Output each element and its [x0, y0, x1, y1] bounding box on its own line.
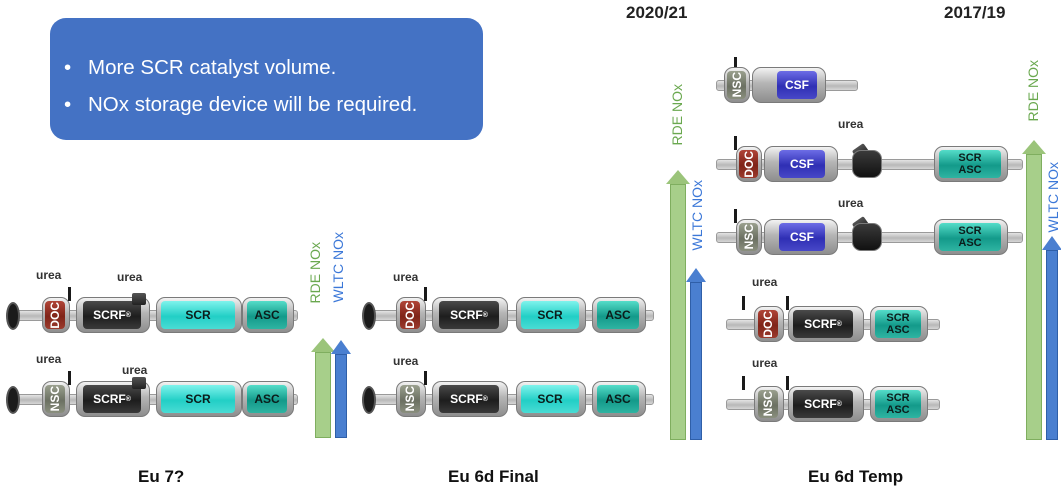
wltc-nox-label: WLTC NOx	[1045, 162, 1061, 233]
nsc-catalyst: NSC	[724, 67, 750, 103]
urea-label: urea	[752, 356, 778, 370]
doc-catalyst: DOC	[754, 306, 784, 342]
scrf-catalyst: SCRF®	[432, 381, 508, 417]
nsc-catalyst: NSC	[754, 386, 784, 422]
year-final: 2020/21	[626, 3, 688, 22]
exhaust-inlet	[6, 386, 20, 414]
sensor-icon	[424, 371, 427, 385]
asc-catalyst: ASC	[242, 297, 294, 333]
asc-catalyst: ASC	[592, 381, 646, 417]
urea-label: urea	[36, 268, 62, 282]
rde-nox-arrow	[311, 338, 335, 438]
urea-label: urea	[393, 270, 419, 284]
doc-catalyst: DOC	[736, 146, 762, 182]
nsc-catalyst: NSC	[42, 381, 70, 417]
scr-catalyst: SCR	[516, 297, 586, 333]
scr-catalyst: SCR	[516, 381, 586, 417]
aftertreatment-system-eu6d-final-doc: DOC SCRF® SCR ASC	[360, 283, 660, 343]
callout-bullet: •More SCR catalyst volume.	[64, 56, 337, 79]
sensor-icon	[424, 287, 427, 301]
asc-catalyst: ASC	[242, 381, 294, 417]
scrf-catalyst: SCRF®	[76, 381, 150, 417]
callout-bullets: •More SCR catalyst volume. •NOx storage …	[64, 56, 418, 132]
sensor-icon	[786, 296, 789, 310]
sensor-icon	[742, 296, 745, 310]
urea-injector-icon	[132, 377, 146, 389]
rde-nox-label: RDE NOx	[307, 242, 323, 304]
scrf-catalyst: SCRF®	[432, 297, 508, 333]
sensor-icon	[68, 371, 71, 385]
scrf-catalyst: SCRF®	[788, 306, 864, 342]
wltc-nox-label: WLTC NOx	[330, 232, 346, 303]
sensor-icon	[742, 376, 745, 390]
urea-label: urea	[752, 275, 778, 289]
nsc-catalyst: NSC	[396, 381, 426, 417]
aftertreatment-system-eu7-nsc: NSC SCRF® SCR ASC	[4, 367, 304, 427]
csf-filter: CSF	[764, 146, 838, 182]
era-eu7: Eu 7?	[138, 467, 185, 486]
wltc-nox-arrow	[1042, 236, 1061, 440]
mixer	[852, 223, 882, 251]
urea-label: urea	[393, 354, 419, 368]
wltc-nox-label: WLTC NOx	[689, 180, 705, 251]
scrf-catalyst: SCRF®	[788, 386, 864, 422]
exhaust-inlet	[362, 386, 376, 414]
csf-filter: CSF	[752, 67, 826, 103]
rde-nox-arrow	[1022, 140, 1046, 440]
sensor-icon	[786, 376, 789, 390]
callout-box: •More SCR catalyst volume. •NOx storage …	[50, 18, 483, 140]
nsc-catalyst: NSC	[736, 219, 762, 255]
aftertreatment-system-eu7-doc: DOC SCRF® SCR ASC	[4, 283, 304, 343]
scr-catalyst: SCR	[156, 381, 242, 417]
csf-filter: CSF	[764, 219, 838, 255]
urea-label: urea	[838, 196, 864, 210]
era-eu6d-final: Eu 6d Final	[448, 467, 539, 486]
rde-nox-arrow	[666, 170, 690, 440]
aftertreatment-system-eu6d-final-nsc: NSC SCRF® SCR ASC	[360, 367, 660, 427]
urea-label: urea	[36, 352, 62, 366]
urea-label: urea	[117, 270, 143, 284]
urea-label: urea	[122, 363, 148, 377]
sensor-icon	[68, 287, 71, 301]
sensor-icon	[734, 136, 737, 150]
callout-bullet: •NOx storage device will be required.	[64, 93, 418, 116]
urea-label: urea	[838, 117, 864, 131]
scr-catalyst: SCR	[156, 297, 242, 333]
rde-nox-label: RDE NOx	[1025, 60, 1041, 122]
asc-catalyst: ASC	[592, 297, 646, 333]
wltc-nox-arrow	[686, 268, 706, 440]
urea-injector-icon	[132, 293, 146, 305]
exhaust-inlet	[362, 302, 376, 330]
wltc-nox-arrow	[331, 340, 351, 438]
year-temp: 2017/19	[944, 3, 1006, 22]
doc-catalyst: DOC	[42, 297, 70, 333]
exhaust-inlet	[6, 302, 20, 330]
sensor-icon	[734, 209, 737, 223]
sensor-icon	[734, 57, 737, 71]
mixer	[852, 150, 882, 178]
era-eu6d-temp: Eu 6d Temp	[808, 467, 904, 486]
doc-catalyst: DOC	[396, 297, 426, 333]
rde-nox-label: RDE NOx	[669, 84, 685, 146]
aftertreatment-system-eu6d-temp-nsc-csf: NSC CSF	[712, 53, 862, 113]
